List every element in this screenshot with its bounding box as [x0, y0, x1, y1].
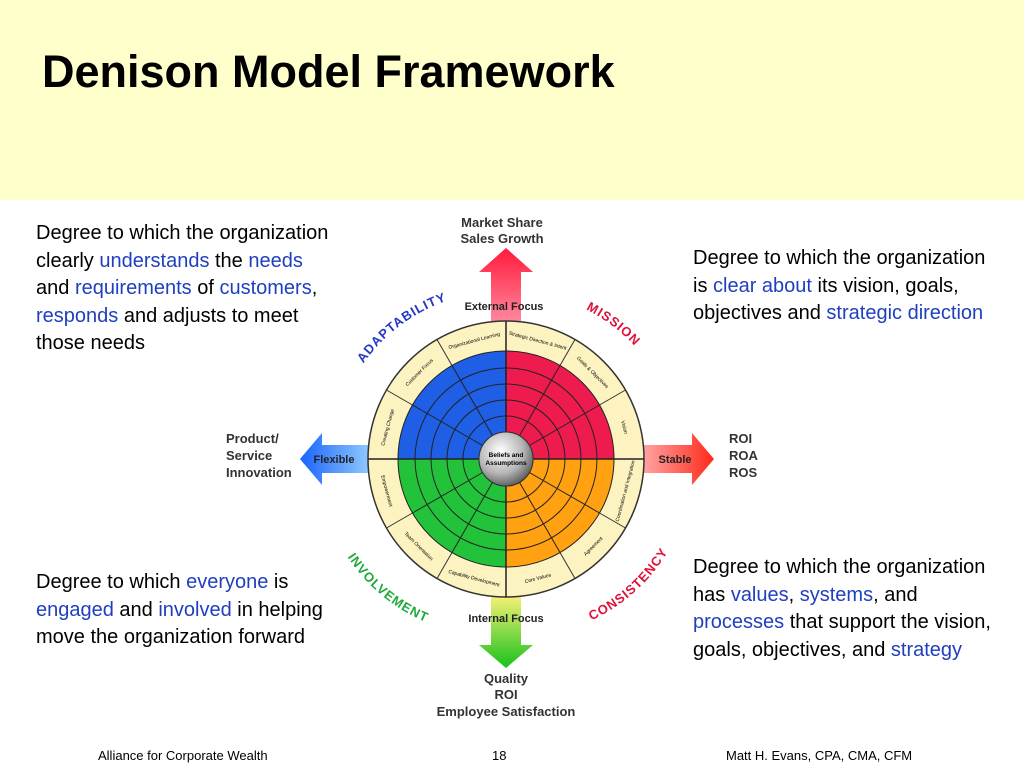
description-text: and [36, 277, 75, 299]
description-text: in helping move the organization forward [36, 598, 323, 649]
description-text: Degree to which the organization is [693, 247, 986, 297]
trait-mission: MISSION [584, 299, 643, 349]
outer-ring-spoke [436, 552, 453, 579]
center-label-line2: Assumptions [485, 460, 527, 467]
stable-label: Stable [658, 454, 691, 466]
internal-focus-label: Internal Focus [468, 613, 543, 625]
description-text: Degree to which [36, 571, 187, 593]
involvement-sector-line [412, 472, 483, 514]
center-core [478, 431, 534, 487]
adaptability-ring-line [430, 383, 507, 460]
page-number: 18 [492, 748, 507, 763]
top-outcome-line2: Sales Growth [460, 231, 543, 246]
adaptability-ring-line [462, 415, 507, 460]
highlighted-term: clear about [713, 274, 812, 297]
highlighted-term: requirements [74, 277, 192, 299]
involvement-description: Degree to which everyone is engaged and … [36, 569, 326, 652]
description-text: and [113, 598, 159, 621]
highlighted-term: responds [36, 304, 119, 327]
mission-ring-line [505, 367, 598, 460]
adaptability-ring-line [446, 399, 507, 460]
highlighted-term: engaged [36, 598, 114, 621]
description-text: that support the vision, goals, objectiv… [693, 611, 991, 661]
description-text: , and [873, 583, 918, 606]
adaptability-sector-line [451, 365, 493, 436]
outer-ring-spoke [386, 512, 413, 529]
right-outcome-line3: ROS [729, 465, 758, 480]
highlighted-term: involved [158, 598, 232, 621]
segment-label-top-right-3: Vision [619, 420, 628, 435]
left-outcome-line2: Service [226, 448, 272, 463]
mission-ring-line [505, 415, 550, 460]
involvement-ring-line [462, 458, 507, 503]
trait-mission-text: MISSION [584, 299, 642, 349]
footer-author: Matt H. Evans, CPA, CMA, CFM [726, 748, 913, 763]
involvement-sector-line [451, 482, 493, 553]
adaptability-description: Degree to which the organization clearly… [36, 220, 336, 358]
consistency-ring-line [505, 458, 550, 503]
consistency-description: Degree to which the organization has val… [693, 554, 993, 664]
consistency-sector-line [519, 482, 561, 553]
arrow-left [300, 433, 378, 485]
highlighted-term: strategic direction [826, 302, 984, 324]
page-title: Denison Model Framework [42, 46, 615, 97]
arrow-down [479, 593, 533, 668]
description-text: the [209, 249, 249, 272]
description-text: its vision, goals, objectives and [693, 274, 959, 325]
center-label-line1: Beliefs and [489, 452, 524, 459]
right-outcome-line2: ROA [729, 448, 759, 463]
consistency-ring-line [505, 458, 566, 519]
bottom-outcome-line1: Quality [484, 671, 529, 686]
highlighted-term: processes [693, 611, 785, 633]
involvement-ring-line [430, 458, 507, 535]
arrow-up [479, 248, 533, 323]
adaptability-ring-line [414, 367, 507, 460]
title-banner: Denison Model Framework [0, 0, 1024, 200]
highlighted-term: needs [248, 249, 303, 272]
arrow-right [636, 433, 714, 485]
quadrant-grid [412, 365, 600, 553]
denison-model-diagram: Beliefs and Assumptions Organizational L… [226, 215, 759, 719]
description-text: Degree to which the organization has [693, 556, 986, 606]
bottom-outcome-line2: ROI [494, 687, 517, 702]
mission-sector-line [519, 365, 561, 436]
mission-ring-line [505, 383, 582, 460]
outer-ring-spoke [599, 389, 626, 406]
highlighted-term: everyone [186, 571, 269, 593]
mission-sector-line [529, 404, 600, 446]
highlighted-term: customers [219, 277, 312, 299]
description-text: is [268, 571, 289, 593]
adaptability-sector-line [412, 404, 483, 446]
involvement-ring-line [414, 458, 507, 551]
flexible-label: Flexible [314, 454, 355, 466]
consistency-ring-line [505, 458, 582, 535]
right-outcome-line1: ROI [729, 431, 752, 446]
footer-organization: Alliance for Corporate Wealth [98, 748, 268, 763]
outer-ring-spoke [559, 339, 576, 366]
external-focus-label: External Focus [465, 301, 544, 313]
outer-ring-spoke [559, 552, 576, 579]
outer-ring-spoke [386, 389, 413, 406]
top-outcome-line1: Market Share [461, 215, 543, 230]
highlighted-term: understands [99, 249, 210, 272]
outer-ring-spoke [599, 512, 626, 529]
left-outcome-line1: Product/ [226, 431, 279, 446]
highlighted-term: values [730, 583, 789, 606]
left-outcome-line3: Innovation [226, 465, 292, 480]
involvement-ring-line [446, 458, 507, 519]
description-text: , [788, 583, 800, 606]
description-text: of [191, 277, 220, 299]
consistency-sector-line [529, 472, 600, 514]
description-text: and adjusts to meet those needs [36, 304, 299, 355]
highlighted-term: systems [799, 583, 874, 606]
outer-ring-spoke [436, 339, 453, 366]
description-text: , [311, 277, 318, 299]
mission-ring-line [505, 399, 566, 460]
bottom-outcome-line3: Employee Satisfaction [437, 704, 576, 719]
highlighted-term: strategy [890, 638, 963, 661]
description-text: Degree to which the organization clearly [36, 222, 329, 272]
consistency-ring-line [505, 458, 598, 551]
mission-description: Degree to which the organization is clea… [693, 245, 993, 328]
